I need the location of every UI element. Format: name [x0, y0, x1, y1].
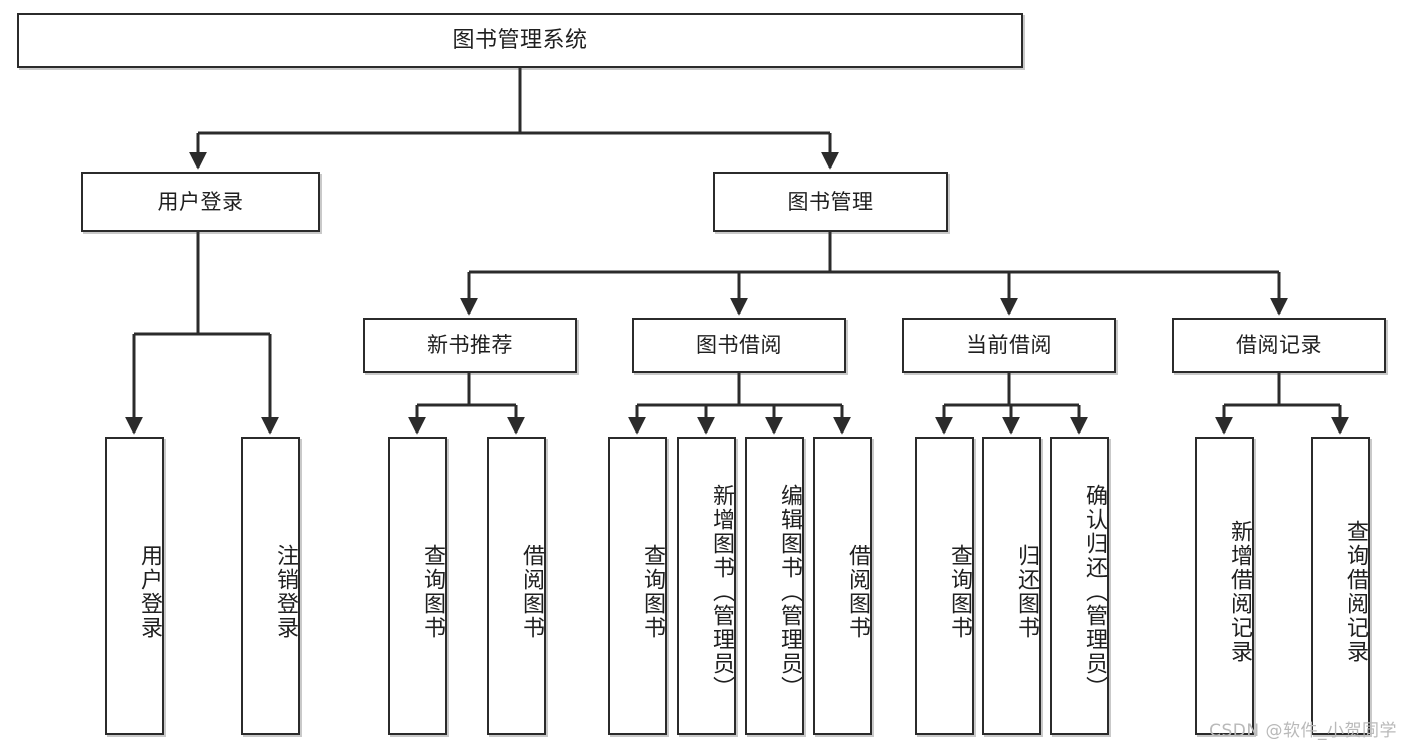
node-leaf-borrow-book-1-label: 借阅图书: [519, 544, 544, 640]
node-current-borrow-label: 当前借阅: [966, 333, 1052, 358]
node-leaf-edit-book[interactable]: 编辑图书（管理员）: [745, 437, 804, 735]
node-leaf-borrow-book-1[interactable]: 借阅图书: [487, 437, 546, 735]
node-root-label: 图书管理系统: [452, 27, 588, 53]
node-leaf-borrow-book-2-label: 借阅图书: [845, 544, 870, 640]
node-borrow-record[interactable]: 借阅记录: [1172, 318, 1386, 373]
node-leaf-query-book-2[interactable]: 查询图书: [608, 437, 667, 735]
node-leaf-return-book-label: 归还图书: [1014, 544, 1039, 640]
node-borrow-record-label: 借阅记录: [1236, 333, 1322, 358]
node-new-book-recommend[interactable]: 新书推荐: [363, 318, 577, 373]
node-current-borrow[interactable]: 当前借阅: [902, 318, 1116, 373]
node-leaf-return-book[interactable]: 归还图书: [982, 437, 1041, 735]
node-leaf-query-book-3[interactable]: 查询图书: [915, 437, 974, 735]
node-user-login-label: 用户登录: [157, 189, 244, 214]
node-leaf-query-book-1-label: 查询图书: [420, 544, 445, 640]
node-leaf-query-record-label: 查询借阅记录: [1343, 520, 1368, 664]
node-leaf-user-login-label: 用户登录: [137, 544, 162, 640]
node-leaf-add-record-label: 新增借阅记录: [1227, 520, 1252, 664]
node-leaf-user-login[interactable]: 用户登录: [105, 437, 164, 735]
node-leaf-confirm-return-label: 确认归还（管理员）: [1082, 484, 1107, 700]
watermark: CSDN @软件_小贺同学: [1209, 721, 1397, 741]
node-root[interactable]: 图书管理系统: [17, 13, 1023, 68]
node-leaf-logout-login[interactable]: 注销登录: [241, 437, 300, 735]
node-leaf-logout-login-label: 注销登录: [273, 544, 298, 640]
node-leaf-add-record[interactable]: 新增借阅记录: [1195, 437, 1254, 735]
node-book-borrow[interactable]: 图书借阅: [632, 318, 846, 373]
node-book-manage-label: 图书管理: [787, 189, 874, 214]
node-leaf-query-book-3-label: 查询图书: [947, 544, 972, 640]
node-leaf-edit-book-label: 编辑图书（管理员）: [777, 484, 802, 700]
node-user-login[interactable]: 用户登录: [81, 172, 320, 232]
node-leaf-add-book-label: 新增图书（管理员）: [709, 484, 734, 700]
node-book-manage[interactable]: 图书管理: [713, 172, 948, 232]
node-leaf-query-book-1[interactable]: 查询图书: [388, 437, 447, 735]
node-leaf-borrow-book-2[interactable]: 借阅图书: [813, 437, 872, 735]
node-new-book-recommend-label: 新书推荐: [427, 333, 513, 358]
node-book-borrow-label: 图书借阅: [696, 333, 782, 358]
node-leaf-query-record[interactable]: 查询借阅记录: [1311, 437, 1370, 735]
node-leaf-add-book[interactable]: 新增图书（管理员）: [677, 437, 736, 735]
node-leaf-confirm-return[interactable]: 确认归还（管理员）: [1050, 437, 1109, 735]
node-leaf-query-book-2-label: 查询图书: [640, 544, 665, 640]
